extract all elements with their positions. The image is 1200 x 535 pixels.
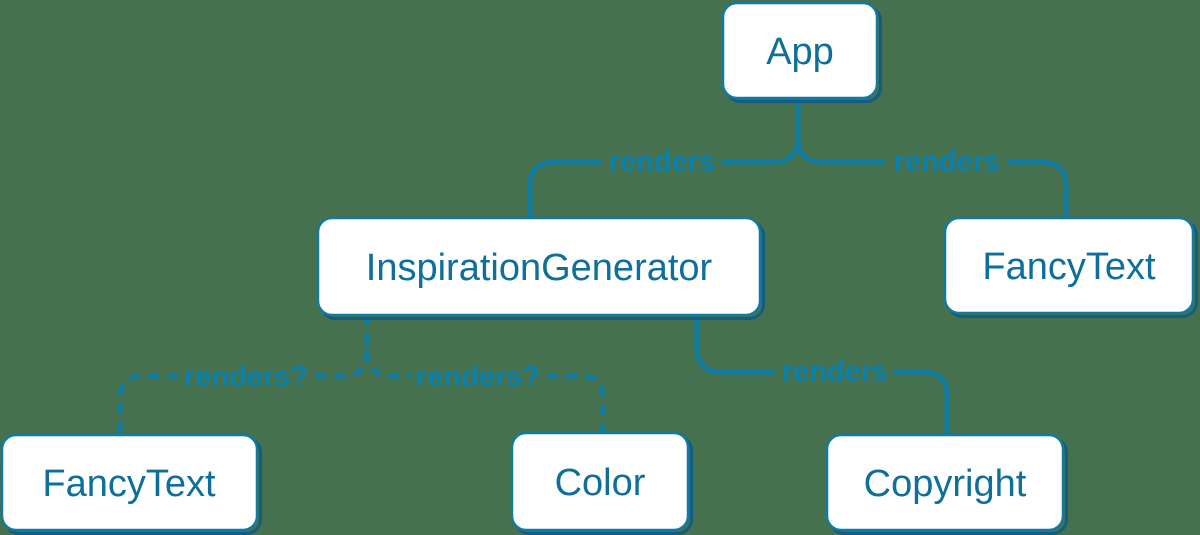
edge-line — [722, 137, 801, 165]
edge-label-renders: renders — [782, 356, 888, 388]
node-box — [943, 216, 1195, 315]
edge-inspiration-generator-to-fancy-text: renders? — [117, 315, 370, 433]
edge-line — [1008, 159, 1069, 218]
edge-inspiration-generator-to-color: renders? — [364, 349, 606, 431]
edge-line — [547, 373, 606, 431]
edge-line — [694, 315, 776, 375]
edge-line — [364, 349, 411, 379]
edge-app-to-fancy-text: renders — [795, 137, 1069, 218]
node-copyright: Copyright — [825, 433, 1068, 535]
node-label: FancyText — [982, 246, 1156, 288]
edge-line — [795, 137, 886, 165]
node-fancy-text-top: FancyText — [943, 216, 1198, 318]
node-box — [316, 216, 762, 317]
edge-line — [527, 159, 602, 218]
edge-line — [894, 369, 950, 435]
edge-label-renders: renders — [609, 146, 715, 178]
node-label: FancyText — [42, 463, 216, 505]
node-color: Color — [510, 431, 693, 535]
node-label: InspirationGenerator — [366, 247, 713, 289]
edge-label-renders-conditional: renders? — [184, 361, 308, 393]
node-label: Copyright — [864, 463, 1027, 505]
node-fancy-text-bottom: FancyText — [0, 433, 262, 535]
edge-inspiration-generator-to-copyright: renders — [694, 315, 950, 435]
node-label: App — [766, 31, 834, 73]
node-inspiration-generator: InspirationGenerator — [316, 216, 765, 320]
node-box — [721, 1, 879, 100]
edge-line — [117, 373, 178, 433]
edge-app-to-inspiration-generator: renders — [527, 98, 801, 218]
edge-label-renders-conditional: renders? — [416, 361, 540, 393]
node-box — [510, 431, 690, 532]
node-app: App — [721, 1, 882, 103]
node-box — [825, 433, 1065, 532]
node-box — [0, 433, 259, 532]
edge-label-renders: renders — [894, 146, 1000, 178]
edge-line — [314, 349, 370, 379]
node-label: Color — [555, 462, 646, 504]
